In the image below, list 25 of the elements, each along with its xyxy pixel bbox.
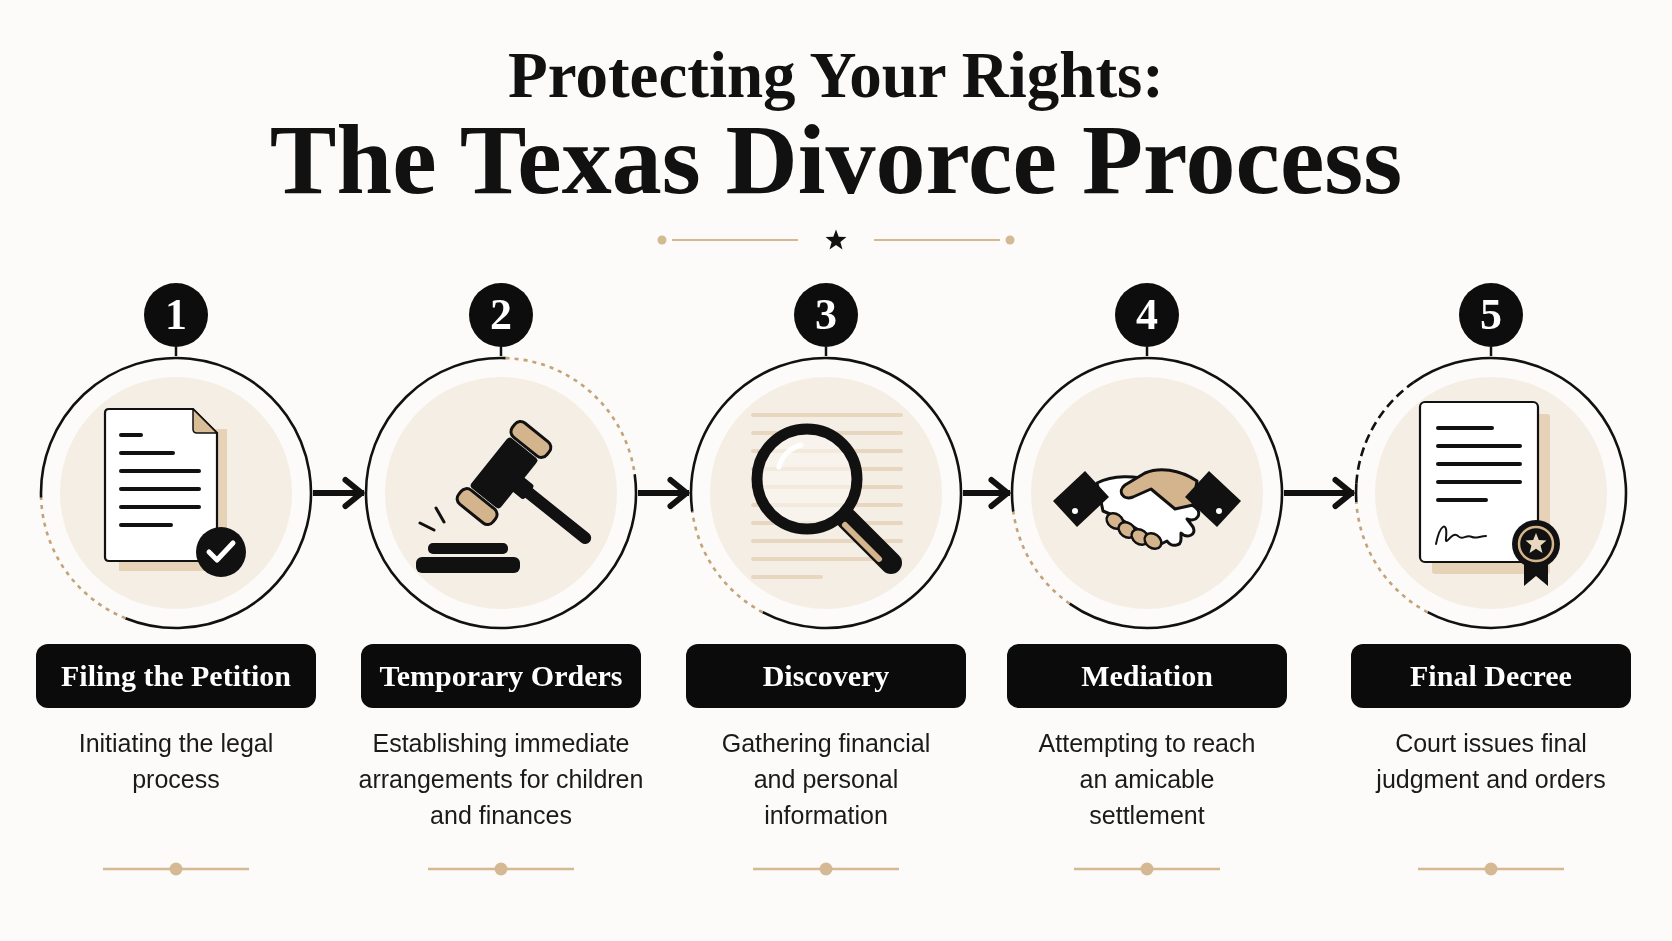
step-number-badge: 4 — [1115, 283, 1179, 347]
arrow — [963, 477, 1011, 509]
step-number-badge: 3 — [794, 283, 858, 347]
step-description: Attempting to reach an amicable settlement — [1037, 728, 1257, 831]
step-title-label: Mediation — [1007, 644, 1287, 708]
step-circle — [39, 356, 313, 630]
step-title-label: Final Decree — [1351, 644, 1631, 708]
step-circle — [1354, 356, 1628, 630]
step-circle — [1010, 356, 1284, 630]
arrow — [1284, 477, 1355, 509]
step-number-badge: 5 — [1459, 283, 1523, 347]
step-circle — [364, 356, 638, 630]
step-title-label: Discovery — [686, 644, 966, 708]
step-title-label: Temporary Orders — [361, 644, 641, 708]
heading-kicker: Protecting Your Rights: — [508, 41, 1164, 109]
step-number-badge: 1 — [144, 283, 208, 347]
step-description: Initiating the legal process — [77, 728, 275, 795]
step-description: Gathering financial and personal information — [720, 728, 932, 831]
step-circle — [689, 356, 963, 630]
arrow — [313, 477, 365, 509]
arrow — [638, 477, 690, 509]
step-description: Court issues final judgment and orders — [1374, 728, 1607, 795]
step-description: Establishing immediate arrangements for children and finances — [357, 728, 645, 831]
step-number-badge: 2 — [469, 283, 533, 347]
step-title-label: Filing the Petition — [36, 644, 316, 708]
